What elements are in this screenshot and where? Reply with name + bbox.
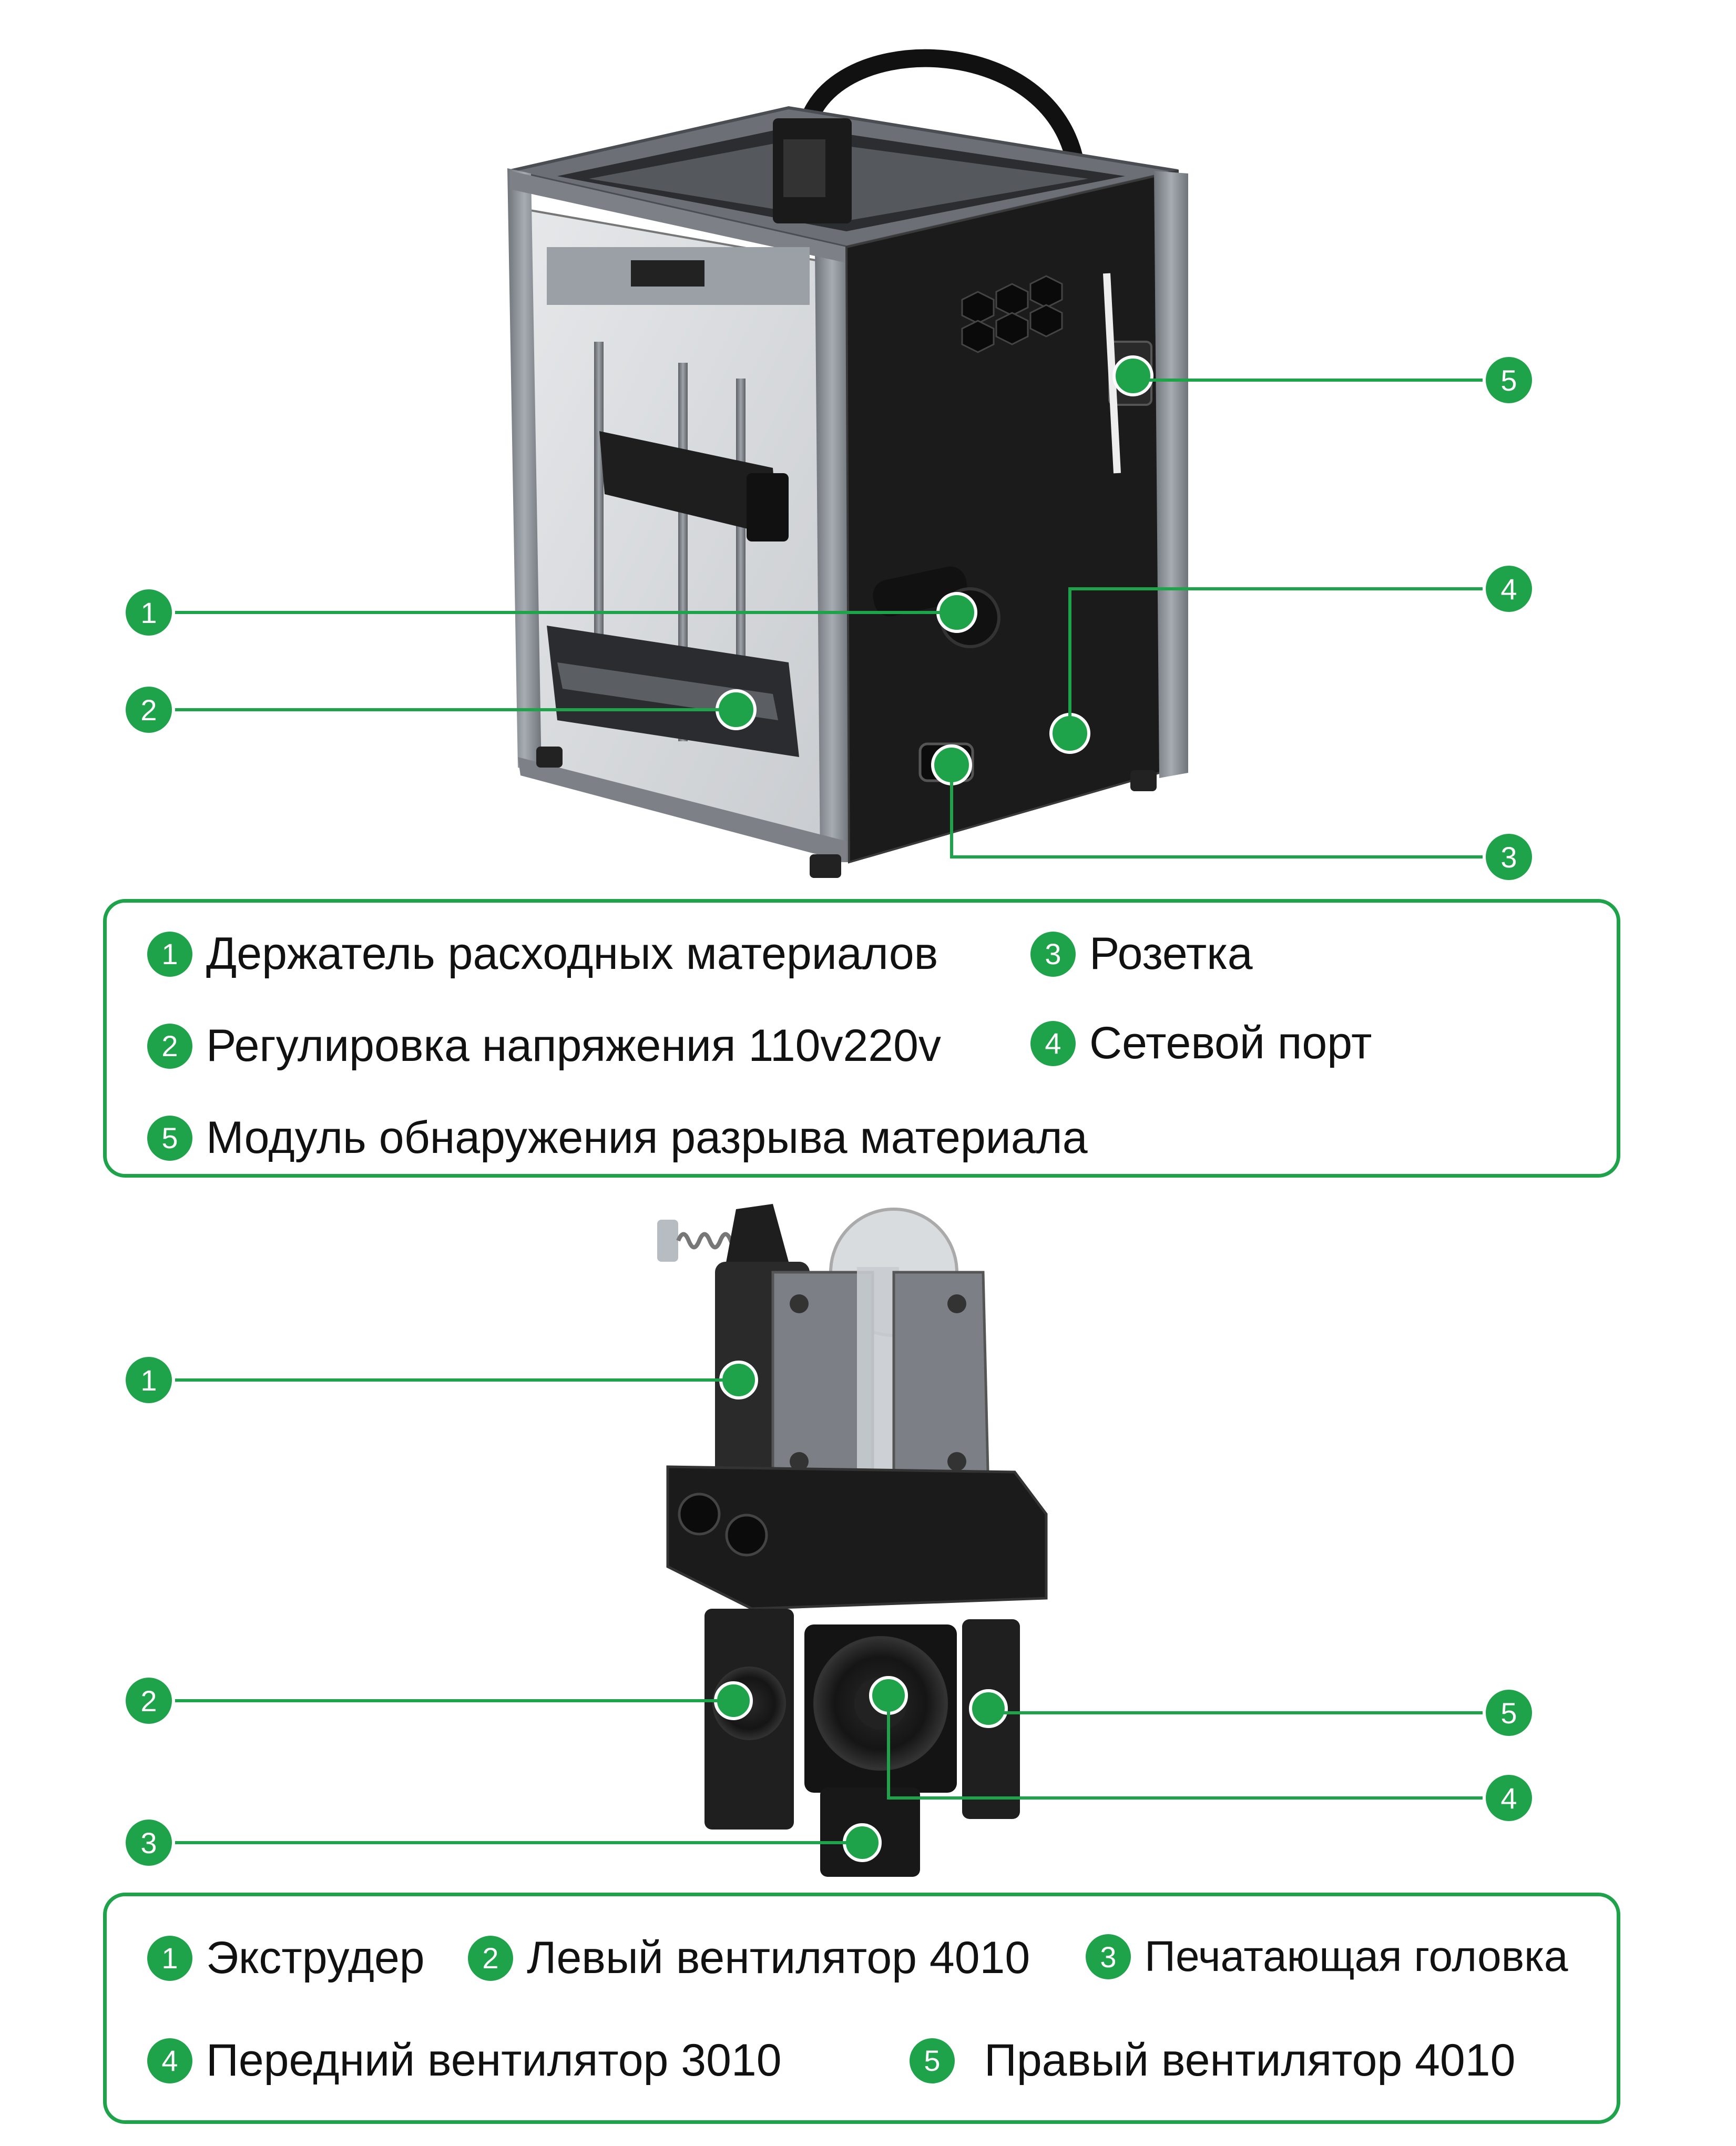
printer-callout-1: 1	[122, 586, 175, 639]
extruder-legend-item-2: 2 Левый вентилятор 4010	[468, 1932, 1030, 1984]
printer-legend-item-1: 1 Держатель расходных материалов	[147, 928, 938, 980]
extruder-callout-1: 1	[122, 1354, 175, 1406]
extruder-legend-item-3: 3 Печатающая головка	[1086, 1932, 1568, 1981]
printer-legend-item-3: 3 Розетка	[1030, 928, 1253, 980]
legend-label: Передний вентилятор 3010	[206, 2035, 782, 2086]
printer-legend-item-4: 4 Сетевой порт	[1030, 1017, 1372, 1069]
legend-label: Модуль обнаружения разрыва материала	[206, 1112, 1088, 1163]
legend-label: Правый вентилятор 4010	[984, 2035, 1516, 2086]
legend-label: Печатающая головка	[1145, 1933, 1568, 1980]
extruder-callout-3: 3	[122, 1816, 175, 1869]
legend-badge: 3	[1086, 1934, 1131, 1979]
legend-badge: 4	[147, 2038, 192, 2083]
legend-label: Держатель расходных материалов	[206, 928, 938, 979]
extruder-legend-panel	[103, 1893, 1620, 2124]
legend-badge: 5	[910, 2038, 955, 2083]
legend-badge: 5	[147, 1115, 192, 1161]
legend-badge: 4	[1030, 1020, 1076, 1066]
legend-label: Левый вентилятор 4010	[527, 1933, 1030, 1983]
legend-badge: 1	[147, 931, 192, 977]
extruder-callout-4: 4	[1483, 1772, 1535, 1824]
printer-build-plate-arm	[599, 431, 778, 536]
printer-legend-panel	[103, 899, 1620, 1178]
legend-label: Сетевой порт	[1089, 1018, 1372, 1068]
printer-side-panel	[845, 169, 1179, 864]
extruder-illustration	[168, 1204, 1483, 1877]
legend-label: Регулировка напряжения 110v220v	[206, 1020, 941, 1071]
legend-badge: 2	[468, 1935, 513, 1981]
printer-illustration	[168, 49, 1483, 878]
extruder-legend-item-4: 4 Передний вентилятор 3010	[147, 2035, 782, 2087]
extruder-callout-2: 2	[122, 1674, 175, 1727]
printer-callout-4: 4	[1483, 563, 1535, 615]
legend-badge: 1	[147, 1935, 192, 1981]
legend-badge: 3	[1030, 931, 1076, 977]
legend-label: Розетка	[1089, 928, 1253, 979]
extruder-legend-item-5: 5 Правый вентилятор 4010	[910, 2035, 1515, 2087]
printer-callout-3: 3	[1483, 831, 1535, 883]
printer-vent	[961, 275, 1063, 353]
printer-legend-item-2: 2 Регулировка напряжения 110v220v	[147, 1020, 941, 1072]
extruder-carriage	[666, 1465, 1048, 1610]
printer-callout-2: 2	[122, 683, 175, 736]
extruder-callout-5: 5	[1483, 1687, 1535, 1739]
filament-tube	[795, 49, 1087, 195]
legend-label: Экструдер	[206, 1933, 425, 1983]
printer-legend-item-5: 5 Модуль обнаружения разрыва материала	[147, 1112, 1088, 1164]
extruder-legend-item-1: 1 Экструдер	[147, 1932, 425, 1984]
legend-badge: 2	[147, 1023, 192, 1069]
printer-callout-5: 5	[1483, 354, 1535, 406]
